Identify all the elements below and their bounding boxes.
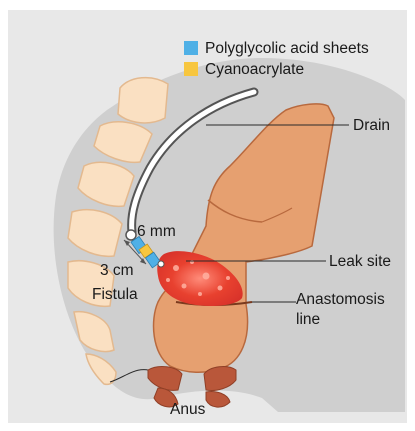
- legend-label-pga: Polyglycolic acid sheets: [205, 40, 369, 57]
- fistula-length-label: 3 cm: [100, 262, 134, 279]
- anastomosis-label: Anastomosis: [296, 291, 385, 308]
- anastomosis-label-line2: line: [296, 311, 320, 328]
- fistula-diameter-label: 6 mm: [137, 223, 176, 240]
- legend-swatch-pga: [184, 41, 198, 55]
- leak-site-label: Leak site: [329, 253, 391, 270]
- fistula-label: Fistula: [92, 286, 138, 303]
- drain-tip: [126, 230, 136, 240]
- anus-label: Anus: [170, 401, 206, 418]
- drain-label: Drain: [353, 117, 390, 134]
- legend-swatch-cyanoacrylate: [184, 62, 198, 76]
- legend-label-cyanoacrylate: Cyanoacrylate: [205, 61, 304, 78]
